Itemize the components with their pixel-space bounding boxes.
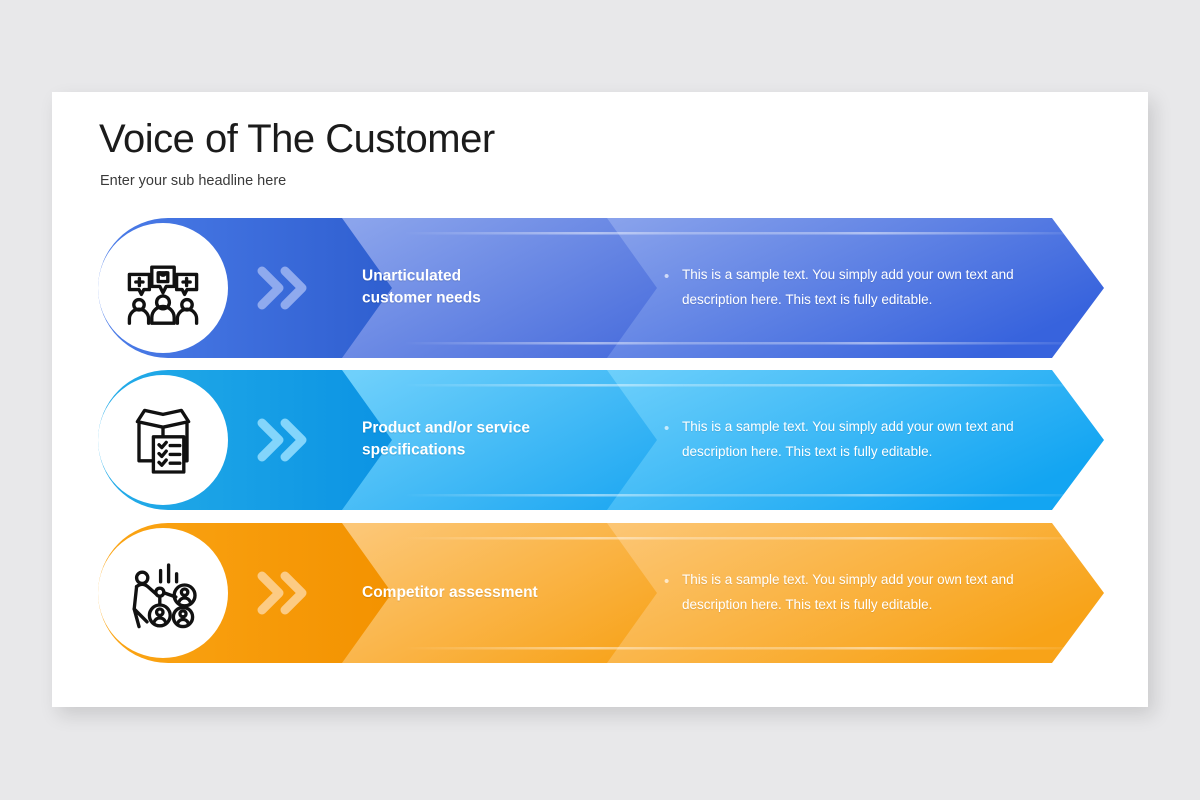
row-segment-description[interactable] xyxy=(599,218,1104,358)
double-chevron-icon xyxy=(257,418,307,462)
sheen-line xyxy=(404,384,824,387)
row-icon-badge[interactable] xyxy=(98,223,228,353)
row-icon-badge[interactable] xyxy=(98,375,228,505)
row-segment-title[interactable] xyxy=(334,370,657,510)
customer-feedback-icon xyxy=(127,265,199,325)
product-specification-icon xyxy=(135,408,191,474)
row-description: • This is a sample text. You simply add y… xyxy=(664,263,1034,313)
process-row[interactable]: Competitor assessment • This is a sample t… xyxy=(52,523,1148,663)
sheen-line xyxy=(679,647,1099,650)
row-title: Competitor assessment xyxy=(362,583,538,601)
slide-card: Voice of The Customer Enter your sub hea… xyxy=(52,92,1148,707)
competitor-analysis-icon xyxy=(132,563,197,629)
row-description-text: This is a sample text. You simply add yo… xyxy=(682,267,1014,307)
row-icon-badge[interactable] xyxy=(98,528,228,658)
sheen-line xyxy=(679,537,1099,540)
sheen-line xyxy=(679,384,1099,387)
bullet-marker: • xyxy=(664,420,670,438)
row-segment-description[interactable] xyxy=(599,370,1104,510)
page-subtitle: Enter your sub headline here xyxy=(100,173,287,189)
double-chevron-icon xyxy=(257,571,307,615)
bullet-marker: • xyxy=(664,268,670,286)
sheen-line xyxy=(404,232,824,235)
sheen-line xyxy=(404,537,824,540)
row-description-text: This is a sample text. You simply add yo… xyxy=(682,419,1014,459)
row-description: • This is a sample text. You simply add y… xyxy=(664,568,1034,618)
sheen-line xyxy=(404,647,824,650)
sheen-line xyxy=(404,342,824,345)
row-description: • This is a sample text. You simply add y… xyxy=(664,415,1034,465)
sheen-line xyxy=(679,494,1099,497)
page-title: Voice of The Customer xyxy=(99,117,495,161)
row-segment-title[interactable] xyxy=(334,218,657,358)
bullet-marker: • xyxy=(664,573,670,591)
sheen-line xyxy=(679,342,1099,345)
row-segment-description[interactable] xyxy=(599,523,1104,663)
sheen-line xyxy=(679,232,1099,235)
sheen-line xyxy=(404,494,824,497)
row-description-text: This is a sample text. You simply add yo… xyxy=(682,572,1014,612)
double-chevron-icon xyxy=(257,266,307,310)
row-segment-title[interactable] xyxy=(334,523,657,663)
